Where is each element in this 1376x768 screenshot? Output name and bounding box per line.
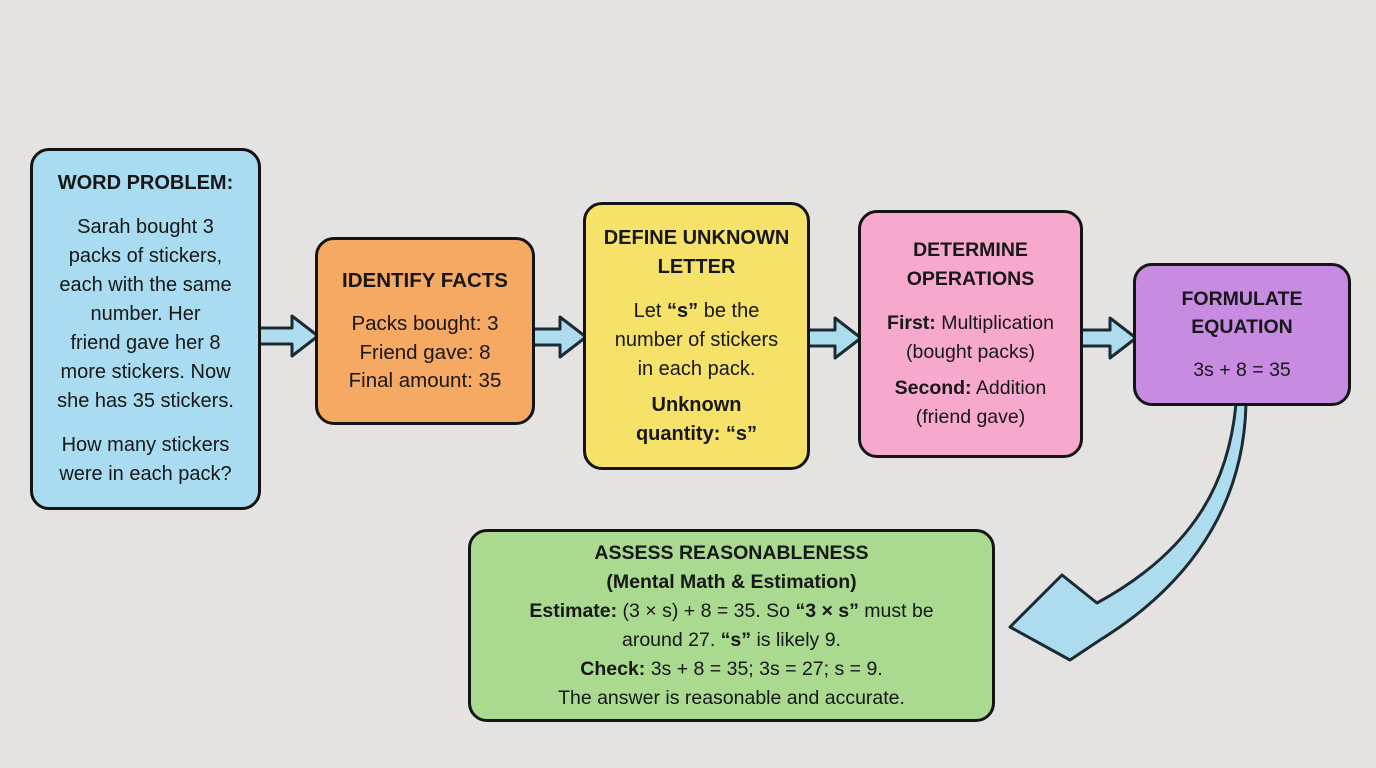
text-line: more stickers. Now — [60, 361, 231, 383]
text-line: packs of stickers, — [68, 245, 223, 267]
text-line: Friend gave: 8 — [359, 340, 491, 364]
text-line: Final amount: 35 — [348, 369, 502, 392]
text-line: were in each pack? — [59, 463, 232, 485]
text-line: friend gave her 8 — [70, 332, 221, 354]
text-line: 3s + 8 = 35 — [1193, 359, 1291, 381]
text-line: DEFINE UNKNOWN — [603, 226, 790, 249]
text-line: Let “s” be the — [633, 299, 760, 322]
formulate-equation-box: FORMULATE EQUATION 3s + 8 = 35 — [1133, 263, 1351, 406]
determine-operations-box: DETERMINE OPERATIONS First: Multiplication… — [858, 210, 1083, 458]
assess-reasonableness-box: ASSESS REASONABLENESS (Mental Math & Esti… — [468, 529, 995, 722]
right-arrow-icon-word-problem-to-identify-facts — [254, 314, 320, 358]
text-line: number of stickers — [614, 328, 779, 351]
right-arrow-icon-identify-facts-to-define-unknown — [531, 315, 588, 359]
identify-facts-box: IDENTIFY FACTS Packs bought: 3 Friend gave… — [315, 237, 535, 425]
text-line: (friend gave) — [915, 406, 1026, 428]
right-arrow-icon-define-unknown-to-determine-operations — [806, 316, 863, 360]
text-line: quantity: “s” — [635, 422, 758, 445]
right-arrow-icon-determine-operations-to-formulate-equation — [1079, 316, 1138, 360]
text-line: (Mental Math & Estimation) — [606, 570, 857, 593]
text-line: Second: Addition — [894, 377, 1047, 399]
curved-arrow-icon-formulate-equation-to-assess-reasonableness — [1008, 402, 1248, 662]
text-line: each with the same — [59, 274, 232, 296]
text-line: OPERATIONS — [906, 268, 1035, 290]
text-line: Estimate: (3 × s) + 8 = 35. So “3 × s” m… — [529, 599, 934, 622]
text-line: around 27. “s” is likely 9. — [622, 628, 841, 651]
define-unknown-letter-box: DEFINE UNKNOWN LETTER Let “s” be the number… — [583, 202, 810, 470]
text-line: DETERMINE — [913, 239, 1028, 261]
text-line: (bought packs) — [906, 341, 1035, 363]
text-line: she has 35 stickers. — [57, 390, 234, 412]
text-line: Check: 3s + 8 = 35; 3s = 27; s = 9. — [580, 657, 883, 680]
text-line: LETTER — [657, 255, 736, 278]
text-line: Packs bought: 3 — [351, 312, 499, 335]
word-problem-box: WORD PROBLEM: Sarah bought 3 packs of stic… — [30, 148, 261, 510]
text-line: How many stickers — [61, 434, 230, 456]
text-line: Sarah bought 3 — [77, 216, 214, 238]
text-line: Unknown — [651, 393, 742, 416]
text-line: The answer is reasonable and accurate. — [558, 686, 905, 709]
text-line: WORD PROBLEM: — [57, 172, 234, 194]
text-line: First: Multiplication — [887, 312, 1054, 334]
text-line: in each pack. — [637, 357, 756, 380]
text-line: IDENTIFY FACTS — [342, 268, 508, 292]
text-line: ASSESS REASONABLENESS — [594, 541, 869, 564]
text-line: FORMULATE — [1181, 288, 1303, 310]
text-line: EQUATION — [1191, 316, 1293, 338]
text-line: number. Her — [90, 303, 201, 325]
